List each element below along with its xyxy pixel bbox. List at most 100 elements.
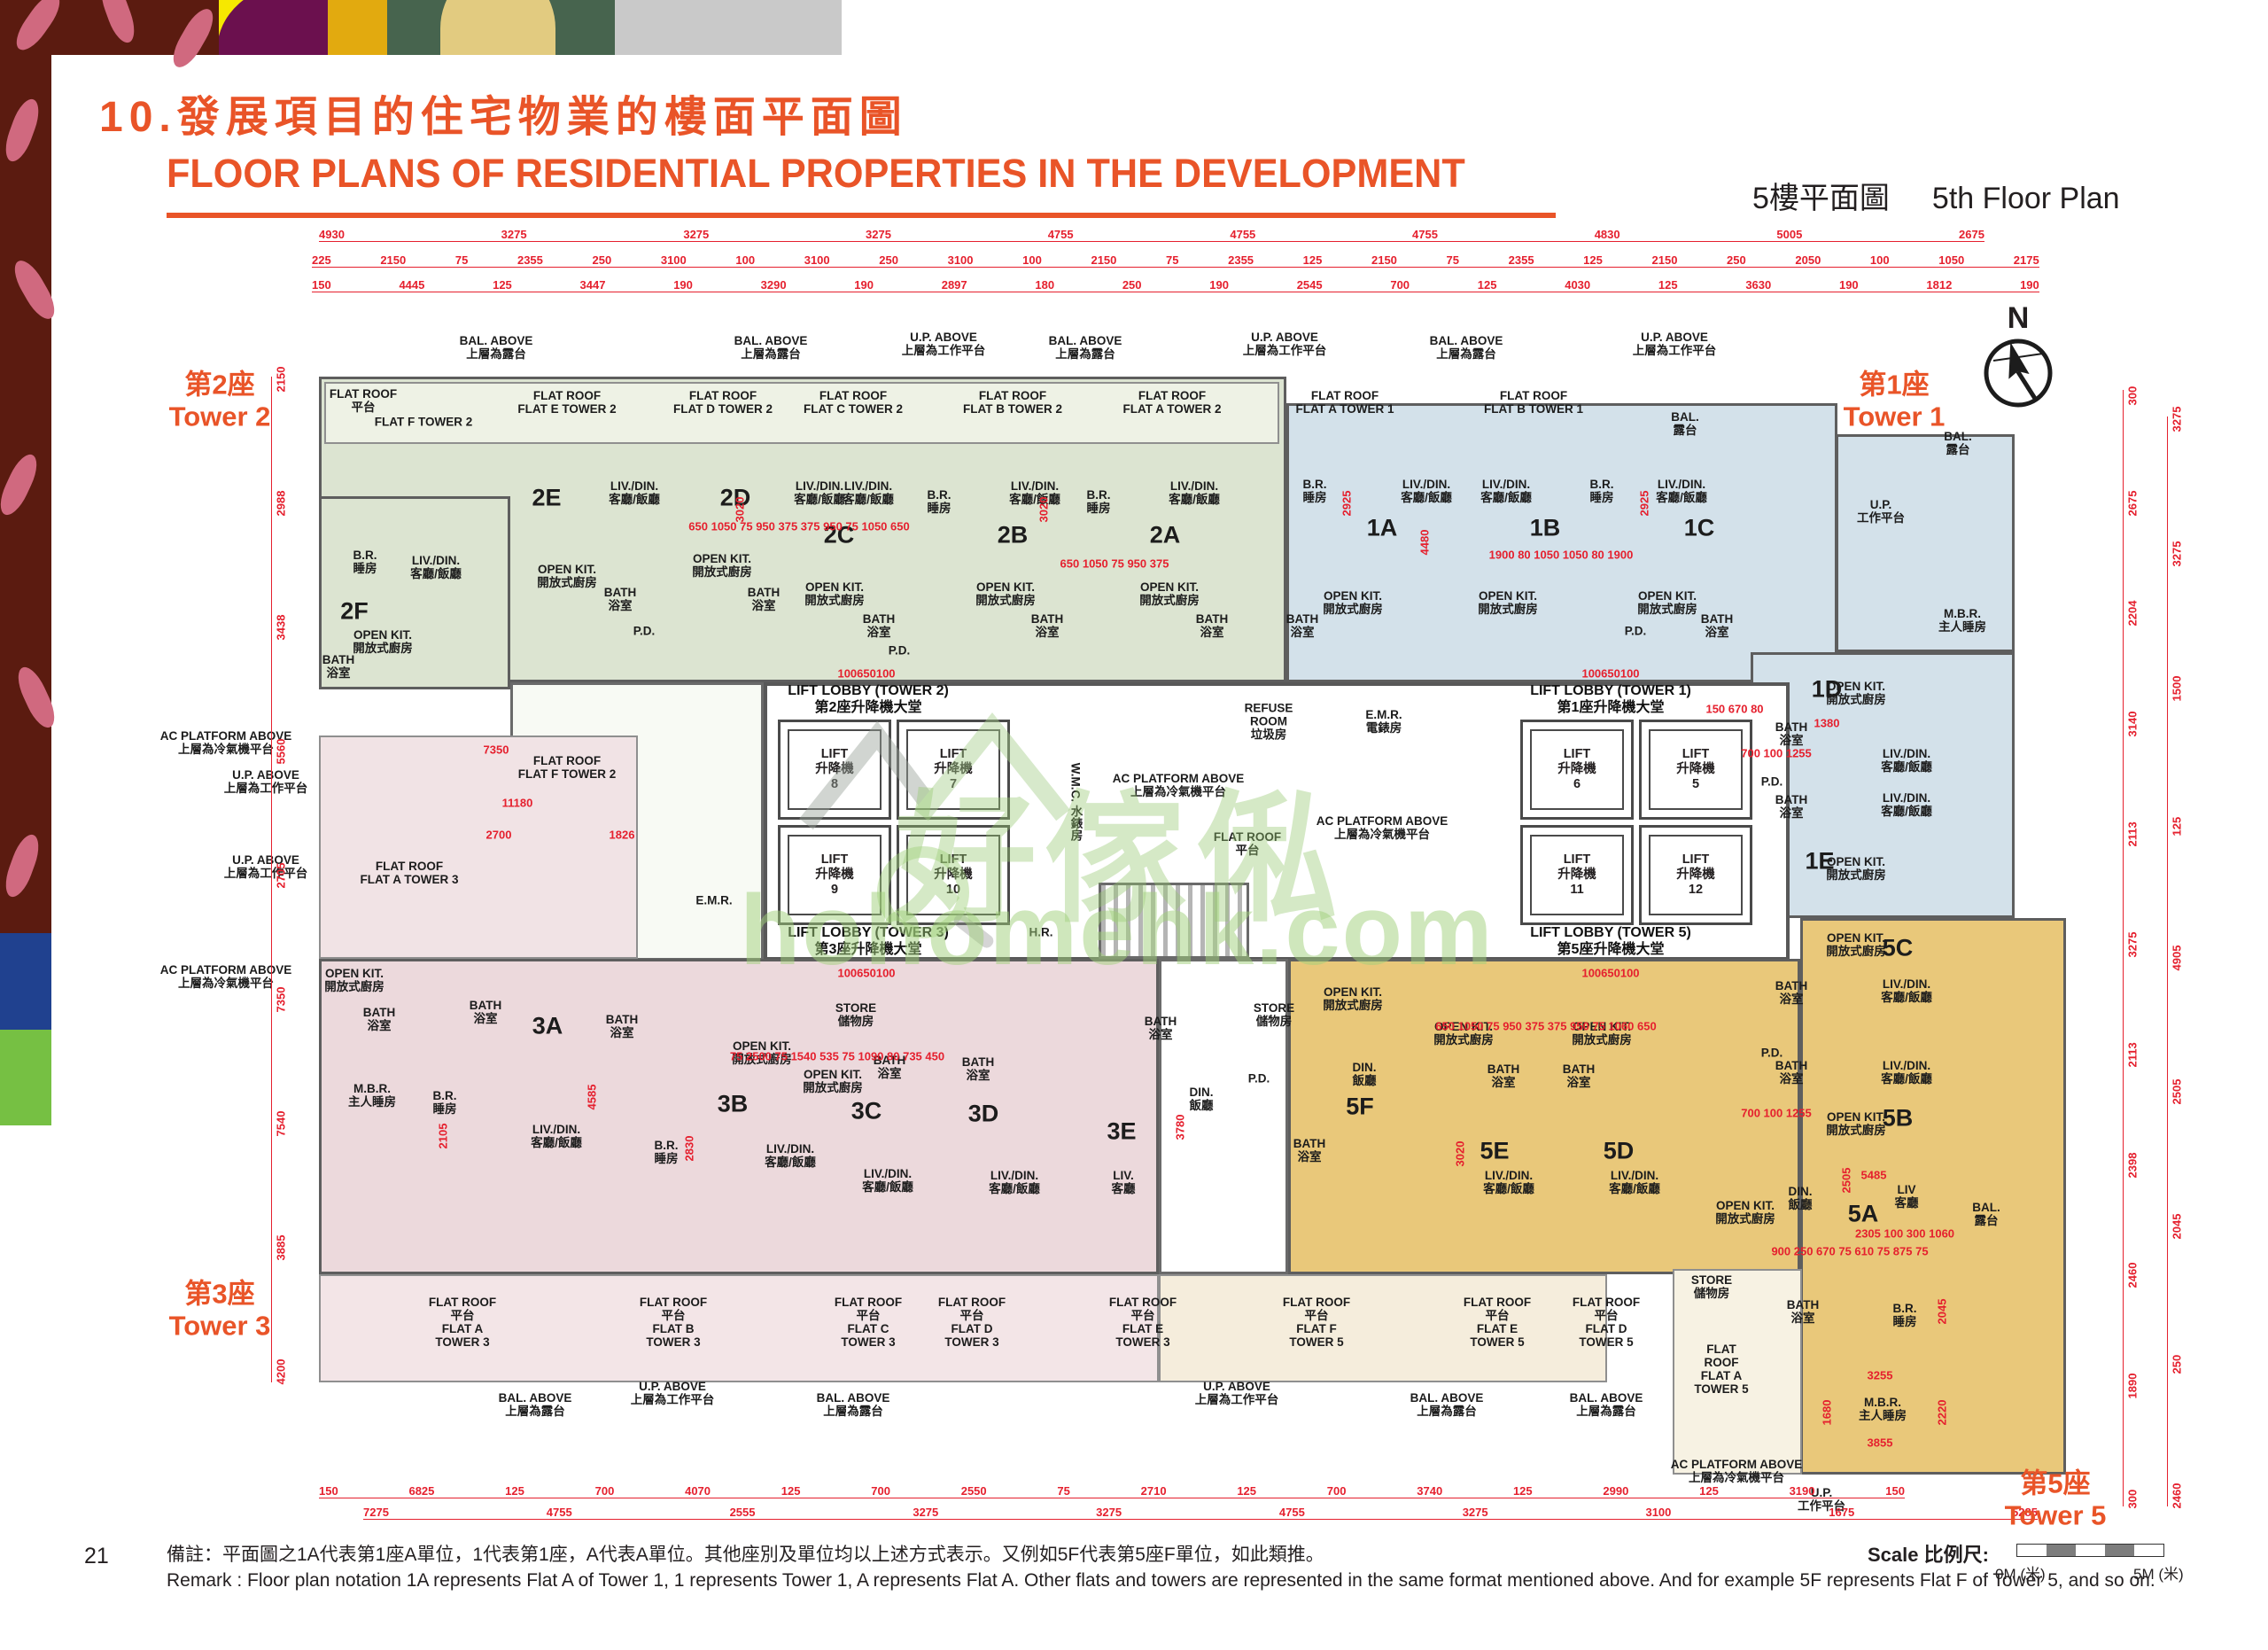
lift-lobby-label: LIFT LOBBY (TOWER 1) 第1座升降機大堂 — [1530, 682, 1691, 715]
plan-annotation: AC PLATFORM ABOVE 上層為冷氣機平台 — [159, 728, 292, 756]
room-label: H.R. — [1029, 925, 1053, 939]
plan-annotation: FLAT ROOF FLAT D TOWER 2 — [673, 388, 773, 416]
page-number: 21 — [84, 1544, 109, 1568]
unit-label-3A: 3A — [532, 1012, 563, 1039]
room-label: LIV./DIN. 客廳/飯廳 — [1609, 1168, 1660, 1195]
zone-tower2-flatroof-strip — [324, 382, 1279, 444]
lift-lobby-label: LIFT LOBBY (TOWER 5) 第5座升降機大堂 — [1530, 924, 1691, 957]
plan-annotation: FLAT ROOF 平台 FLAT E TOWER 3 — [1108, 1295, 1177, 1350]
plan-annotation: U.P. ABOVE 上層為工作平台 — [223, 852, 308, 880]
dimension: 3255 — [1867, 1368, 1893, 1382]
room-label: P.D. — [1760, 1046, 1783, 1060]
room-label: OPEN KIT. 開放式廚房 — [1826, 854, 1886, 882]
floor-label-en: 5th Floor Plan — [1931, 182, 2120, 215]
decorative-left-strip — [0, 0, 220, 1125]
unit-label-1D: 1D — [1811, 675, 1843, 703]
dimension: 1680 — [1820, 1399, 1834, 1426]
room-label: BATH 浴室 — [605, 1012, 639, 1039]
plan-annotation: BAL. ABOVE 上層為露台 — [734, 333, 808, 361]
banner-segment-3 — [387, 0, 615, 55]
plan-annotation: FLAT ROOF 平台 FLAT A TOWER 3 — [428, 1295, 497, 1350]
room-label: OPEN KIT. 開放式廚房 — [1323, 588, 1383, 616]
room-label: LIV./DIN. 客廳/飯廳 — [794, 479, 845, 506]
room-label: BATH 浴室 — [1487, 1062, 1520, 1089]
plan-annotation: FLAT ROOF FLAT A TOWER 3 — [360, 859, 459, 886]
room-label: OPEN KIT. 開放式廚房 — [692, 551, 752, 579]
plan-annotation: FLAT ROOF 平台 FLAT B TOWER 3 — [639, 1295, 708, 1350]
room-label: OPEN KIT. 開放式廚房 — [1637, 588, 1697, 616]
plan-annotation: FLAT ROOF 平台 FLAT D TOWER 3 — [937, 1295, 1006, 1350]
lift-12: LIFT 升降機 12 — [1639, 825, 1752, 925]
dimension: 2045 — [1935, 1298, 1949, 1325]
room-label: B.R. 睡房 — [1302, 477, 1327, 504]
dimension: 2925 — [1637, 490, 1651, 517]
lift-lobby-label: LIFT LOBBY (TOWER 2) 第2座升降機大堂 — [788, 682, 949, 715]
dimension: 2305 100 300 1060 — [1854, 1226, 1955, 1241]
unit-label-2D: 2D — [719, 484, 751, 511]
dimension: 2220 — [1935, 1399, 1949, 1426]
room-label: DIN. 飯廳 — [1788, 1184, 1813, 1211]
room-label: DIN. 飯廳 — [1189, 1085, 1214, 1112]
room-label: BATH 浴室 — [603, 585, 637, 612]
banner-segment-2 — [328, 0, 387, 55]
dimension: 2700 — [485, 828, 512, 842]
plan-annotation: U.P. 工作平台 — [1798, 1485, 1845, 1513]
plan-annotation: FLAT ROOF 平台 FLAT F TOWER 5 — [1282, 1295, 1351, 1350]
dimension: 3780 — [1173, 1114, 1187, 1140]
room-label: BATH 浴室 — [1144, 1014, 1177, 1041]
room-label: P.D. — [1624, 624, 1647, 638]
page-title-chinese: 10.發展項目的住宅物業的樓面平面圖 — [99, 94, 908, 141]
plan-annotation: U.P. 工作平台 — [1857, 497, 1905, 525]
room-label: LIV./DIN. 客廳/飯廳 — [609, 479, 660, 506]
room-label: M.B.R. 主人睡房 — [348, 1081, 396, 1109]
room-label: OPEN KIT. 開放式廚房 — [975, 580, 1036, 607]
dimension: 1826 — [609, 828, 635, 842]
unit-label-2C: 2C — [823, 521, 855, 549]
room-label: LIV./DIN. 客廳/飯廳 — [989, 1168, 1040, 1195]
room-label: LIV./DIN. 客廳/飯廳 — [1401, 477, 1452, 504]
tower-label-tower-2: 第2座 Tower 2 — [168, 369, 271, 432]
unit-label-3B: 3B — [717, 1090, 749, 1117]
room-label: BATH 浴室 — [1700, 611, 1734, 639]
banner-segment-1 — [219, 0, 328, 55]
plan-annotation: FLAT ROOF FLAT A TOWER 2 — [1122, 388, 1222, 416]
plan-annotation: U.P. ABOVE 上層為工作平台 — [223, 767, 308, 795]
room-label: E.M.R. — [695, 893, 733, 907]
unit-label-2B: 2B — [997, 521, 1029, 549]
room-label: LIV./DIN. 客廳/飯廳 — [410, 553, 462, 580]
room-label: BATH 浴室 — [1775, 978, 1808, 1006]
room-label: LIV./DIN. 客廳/飯廳 — [1881, 1058, 1932, 1086]
room-label: LIV./DIN. 客廳/飯廳 — [862, 1166, 913, 1194]
room-label: LIV./DIN. 客廳/飯廳 — [1483, 1168, 1534, 1195]
room-label: BATH 浴室 — [469, 998, 502, 1025]
room-label: LIV./DIN. 客廳/飯廳 — [1009, 479, 1060, 506]
page-title-english: FLOOR PLANS OF RESIDENTIAL PROPERTIES IN… — [167, 151, 1465, 196]
room-label: OPEN KIT. 開放式廚房 — [1139, 580, 1200, 607]
zone-stair-core — [1099, 883, 1249, 959]
plan-annotation: U.P. ABOVE 上層為工作平台 — [1194, 1379, 1279, 1406]
plan-annotation: FLAT ROOF 平台 FLAT C TOWER 3 — [834, 1295, 903, 1350]
room-label: BATH 浴室 — [1775, 1058, 1808, 1086]
banner-blob — [219, 0, 328, 55]
plan-annotation: FLAT ROOF FLAT C TOWER 2 — [804, 388, 903, 416]
lift-9: LIFT 升降機 9 — [778, 825, 891, 925]
dimension: 100650100 — [837, 666, 896, 681]
dimension: 700 100 1255 — [1741, 746, 1812, 760]
room-label: OPEN KIT. 開放式廚房 — [732, 1039, 792, 1066]
zone-tower5-column — [1800, 918, 2066, 1475]
unit-label-1A: 1A — [1366, 514, 1398, 541]
dimension: 650 1050 75 950 375 375 950 75 1060 650 — [1435, 1019, 1657, 1033]
plan-annotation: FLAT ROOF FLAT B TOWER 2 — [963, 388, 1062, 416]
dimension: 3020 — [1037, 496, 1051, 523]
compass-icon — [1984, 339, 2053, 408]
plan-annotation: AC PLATFORM ABOVE 上層為冷氣機平台 — [159, 962, 292, 990]
plan-annotation: FLAT ROOF 平台 — [329, 386, 398, 414]
plan-annotation: BAL. ABOVE 上層為露台 — [498, 1390, 572, 1418]
plan-annotation: BAL. ABOVE 上層為露台 — [1048, 333, 1122, 361]
